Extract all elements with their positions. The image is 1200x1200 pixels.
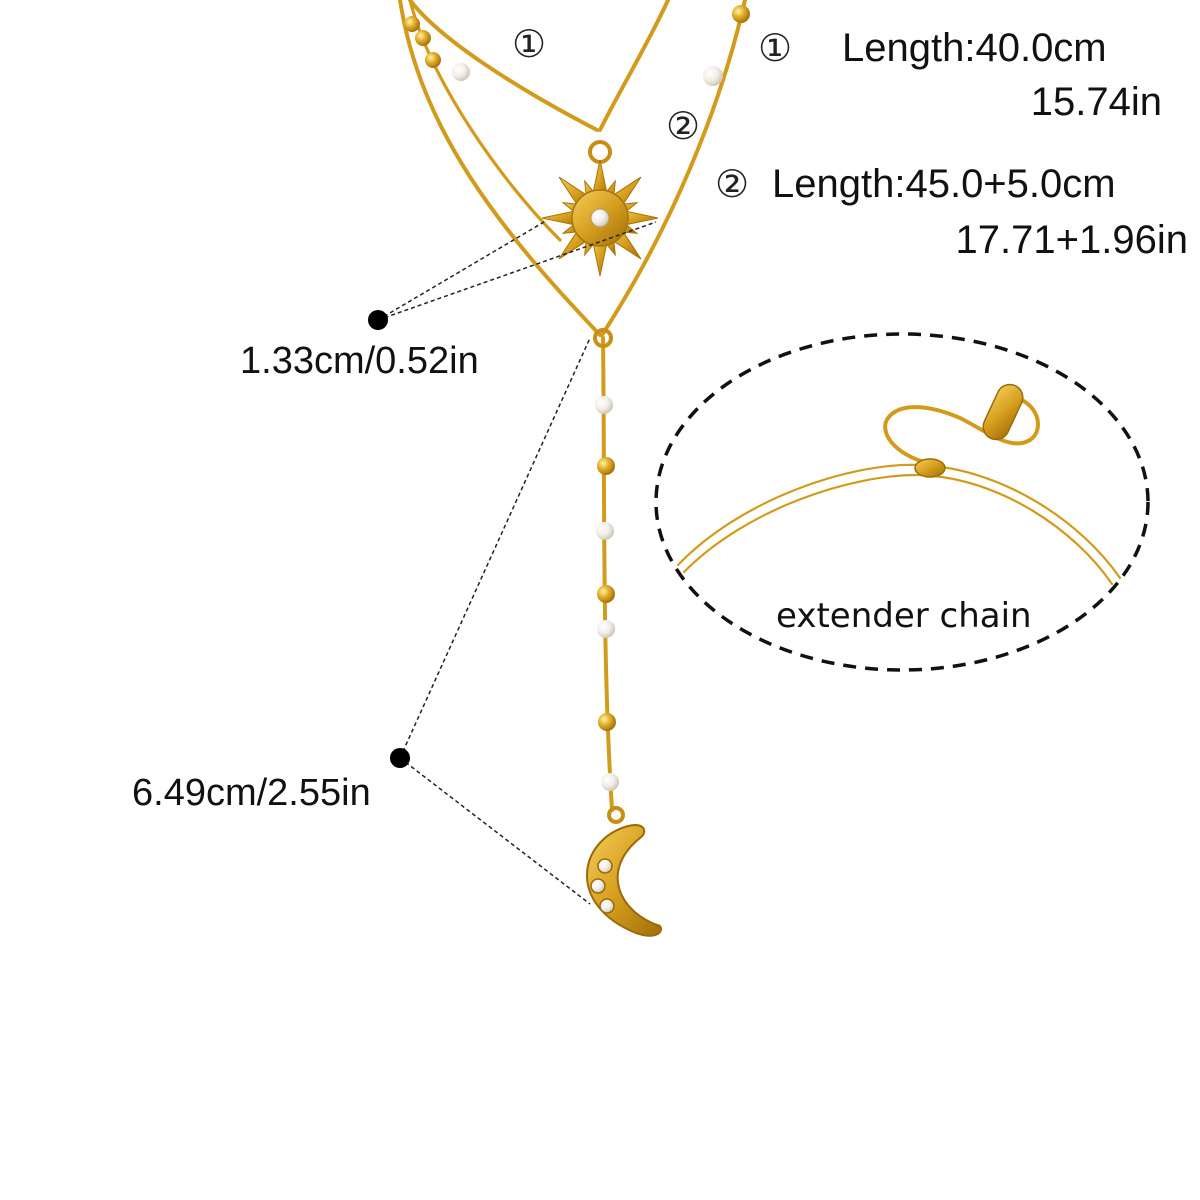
sun-pendant-dimension: 1.33cm/0.52in: [240, 340, 479, 382]
strand-1-spec-marker: ①: [758, 26, 793, 70]
extender-inset: [654, 332, 1150, 672]
strand-2-length: Length:45.0+5.0cm: [772, 162, 1116, 206]
strand-2-spec-marker: ②: [715, 162, 750, 206]
sun-dimension-dot: [368, 310, 388, 330]
extender-chain-caption: extender chain: [776, 596, 1032, 636]
drop-length-dimension: 6.49cm/2.55in: [132, 772, 371, 814]
drop-dimension-guides: [399, 337, 591, 905]
strand-1-marker-on-chain: ①: [512, 22, 547, 66]
strand-1-length: Length:40.0cm: [842, 26, 1107, 70]
sun-dimension-guides: [377, 221, 657, 321]
right-chain-beads: [703, 5, 750, 86]
drop-chain-beads: [595, 396, 619, 791]
sun-pendant: [541, 140, 659, 277]
drop-dimension-dot: [390, 748, 410, 768]
y-connector-ring: [593, 328, 613, 348]
moon-pendant: [586, 806, 662, 937]
strand-2-length-inches: 17.71+1.96in: [955, 218, 1188, 262]
strand-2-marker-on-chain: ②: [666, 104, 701, 148]
strand-1-length-inches: 15.74in: [1030, 80, 1162, 124]
left-chain-beads: [404, 16, 470, 81]
